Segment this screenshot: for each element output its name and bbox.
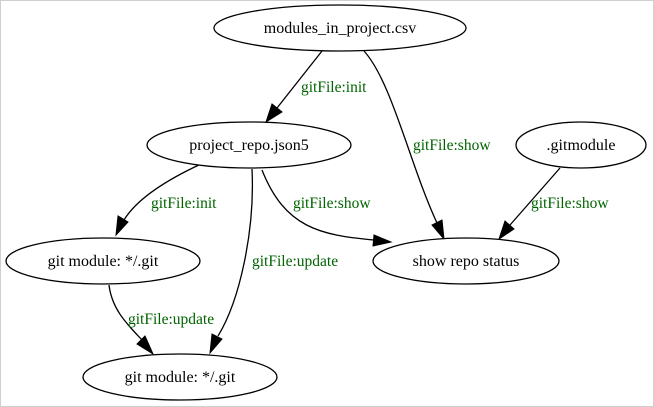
edge-repo-to-module-b: gitFile:update bbox=[209, 168, 338, 355]
edge-csv-to-repo: gitFile:init bbox=[265, 50, 367, 124]
node-show-repo-status: show repo status bbox=[372, 237, 560, 285]
edge-repo-to-status: gitFile:show bbox=[261, 169, 393, 247]
edge-line bbox=[276, 50, 323, 109]
arrowhead bbox=[431, 219, 445, 241]
node-modules-csv: modules_in_project.csv bbox=[213, 4, 467, 52]
node-gitmodule: .gitmodule bbox=[515, 121, 647, 169]
arrowhead bbox=[498, 220, 515, 241]
node-label: git module: */.git bbox=[125, 369, 236, 386]
edge-label-repo-to-module-a: gitFile:init bbox=[151, 195, 217, 212]
edge-line bbox=[108, 284, 143, 341]
edge-repo-to-module-a: gitFile:init bbox=[115, 163, 217, 237]
node-label: show repo status bbox=[413, 253, 520, 270]
node-label: project_repo.json5 bbox=[189, 137, 309, 154]
edge-label-csv-to-repo: gitFile:init bbox=[301, 79, 367, 96]
edge-line bbox=[363, 50, 438, 224]
edge-label-gitmodule-to-status: gitFile:show bbox=[531, 195, 609, 212]
node-label: git module: */.git bbox=[48, 253, 159, 270]
edge-line bbox=[509, 167, 561, 226]
arrowhead bbox=[136, 335, 155, 356]
arrowhead bbox=[372, 234, 393, 247]
edge-line bbox=[261, 169, 375, 241]
arrowhead bbox=[115, 215, 129, 237]
edge-csv-to-status: gitFile:show bbox=[363, 50, 491, 241]
edge-label-repo-to-status: gitFile:show bbox=[293, 195, 371, 212]
edge-gitmodule-to-status: gitFile:show bbox=[498, 167, 609, 241]
edge-line bbox=[217, 168, 254, 337]
arrowhead bbox=[209, 333, 223, 355]
edge-label-module-a-to-module-b: gitFile:update bbox=[128, 311, 214, 328]
node-label: modules_in_project.csv bbox=[264, 20, 416, 37]
node-git-module-b: git module: */.git bbox=[82, 353, 278, 401]
arrowhead bbox=[265, 103, 283, 124]
edge-label-csv-to-status: gitFile:show bbox=[413, 137, 491, 154]
edge-module-a-to-module-b: gitFile:update bbox=[108, 284, 214, 356]
node-project-repo: project_repo.json5 bbox=[146, 121, 352, 169]
node-label: .gitmodule bbox=[547, 137, 616, 154]
edge-line bbox=[123, 163, 202, 221]
node-git-module-a: git module: */.git bbox=[5, 237, 201, 285]
edge-label-repo-to-module-b: gitFile:update bbox=[252, 253, 338, 270]
